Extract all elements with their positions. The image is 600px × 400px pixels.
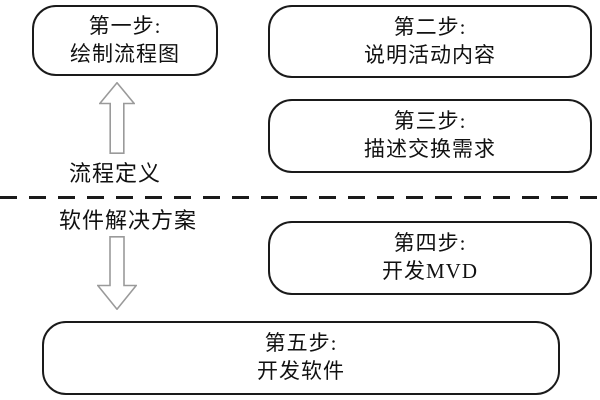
- step3-description: 描述交换需求: [364, 137, 496, 161]
- step1-description: 绘制流程图: [70, 41, 180, 66]
- step5-box: 第五步: 开发软件: [42, 321, 560, 395]
- step2-title: 第二步:: [393, 14, 467, 39]
- step5-description: 开发软件: [257, 359, 345, 383]
- step3-title: 第三步:: [393, 109, 467, 134]
- step5-title: 第五步:: [264, 331, 338, 356]
- step1-title: 第一步:: [88, 13, 162, 38]
- process-definition-label: 流程定义: [68, 161, 161, 186]
- step4-box: 第四步: 开发MVD: [268, 221, 592, 295]
- up-arrow-icon: [98, 81, 136, 159]
- step1-box: 第一步: 绘制流程图: [32, 5, 218, 76]
- step2-description: 说明活动内容: [364, 42, 496, 67]
- step4-description: 开发MVD: [381, 259, 478, 283]
- step3-box: 第三步: 描述交换需求: [268, 99, 592, 173]
- software-solution-label: 软件解决方案: [58, 208, 197, 233]
- dashed-divider: [0, 196, 600, 199]
- step2-box: 第二步: 说明活动内容: [268, 5, 592, 78]
- step4-title: 第四步:: [393, 231, 467, 256]
- down-arrow-icon: [96, 236, 138, 315]
